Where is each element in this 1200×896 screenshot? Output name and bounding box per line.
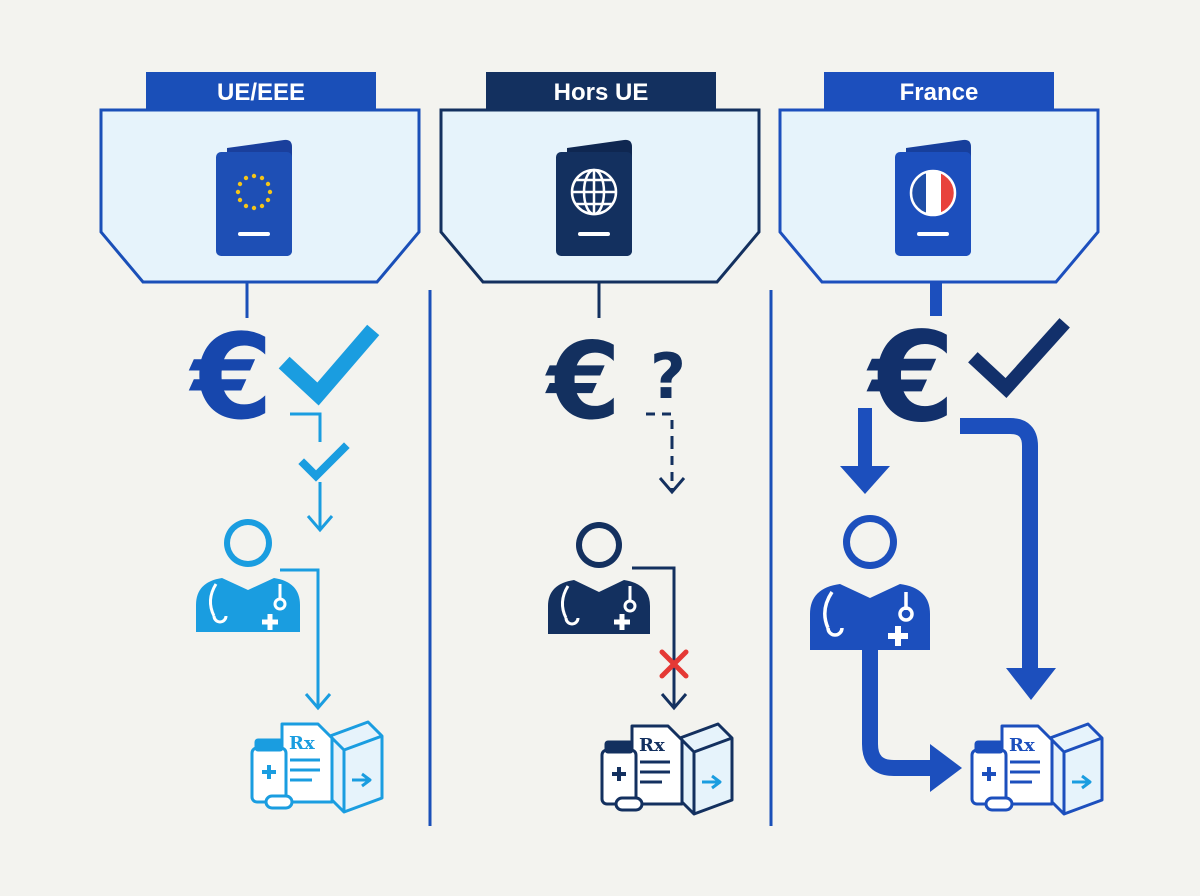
column-banner-france: France (824, 72, 1054, 110)
french-flag-icon (909, 169, 957, 217)
column-france: France € (778, 72, 1104, 816)
check-icon (278, 324, 380, 406)
pharmacy-package-icon: Rx (600, 722, 734, 816)
doctor-icon (810, 515, 930, 650)
rx-symbol: Rx (639, 735, 665, 756)
doctor-icon (196, 519, 300, 632)
column-eu: UE/EEE € (99, 72, 421, 814)
flow-arrow-non-eu (646, 412, 686, 495)
euro-icon: € (544, 320, 621, 443)
flow-arrow-france-doctor (840, 408, 890, 494)
cross-icon (659, 649, 689, 679)
passport-icon (556, 139, 632, 256)
globe-icon (570, 168, 618, 216)
passport-icon (895, 139, 971, 256)
rx-symbol: Rx (1009, 735, 1035, 756)
passport-icon (216, 139, 292, 256)
flow-arrow-eu-prescription (280, 568, 332, 711)
column-title-eu: UE/EEE (217, 79, 305, 106)
euro-icon: € (866, 306, 955, 450)
pharmacy-package-icon: Rx (970, 722, 1104, 816)
pharmacy-package-icon: Rx (250, 720, 384, 814)
connector-line (930, 282, 942, 316)
eu-stars-icon (235, 173, 273, 211)
doctor-icon (548, 522, 650, 634)
column-banner-non-eu: Hors UE (486, 72, 716, 110)
flow-arrow-eu (290, 412, 334, 533)
rx-symbol: Rx (289, 733, 315, 754)
flow-arrow-france-direct (960, 418, 1056, 700)
euro-icon: € (188, 308, 273, 446)
check-icon (968, 318, 1070, 398)
column-non-eu: Hors UE € ? (439, 72, 761, 816)
flow-arrow-non-eu-prescription (632, 566, 688, 711)
check-icon (298, 442, 350, 482)
question-icon: ? (650, 340, 686, 413)
column-title-non-eu: Hors UE (554, 79, 649, 106)
column-title-france: France (900, 79, 979, 106)
column-banner-eu: UE/EEE (146, 72, 376, 110)
flow-arrow-france-prescription (862, 650, 962, 792)
